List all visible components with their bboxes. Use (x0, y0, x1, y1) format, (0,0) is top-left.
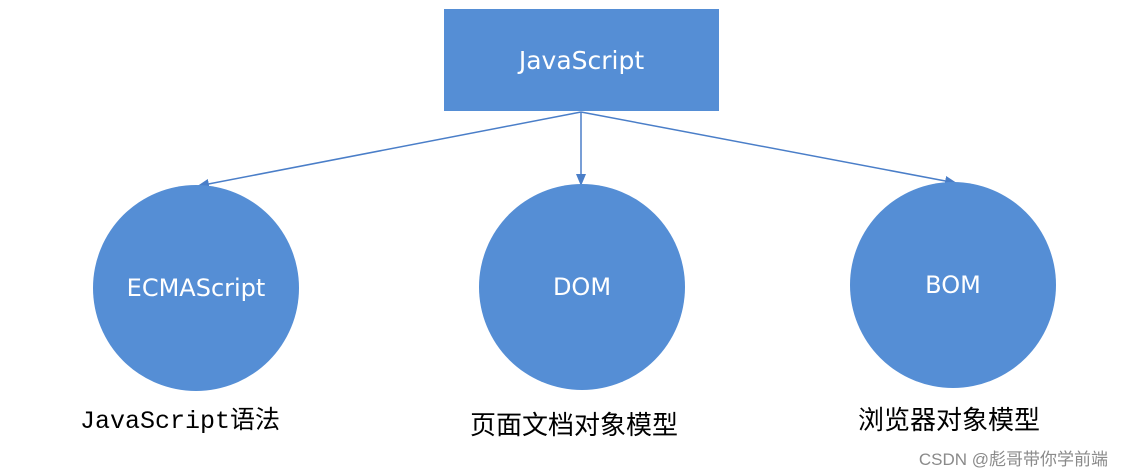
caption-dom: 页面文档对象模型 (470, 411, 679, 441)
caption-bom: 浏览器对象模型 (858, 406, 1041, 436)
node-dom: DOM (479, 184, 685, 390)
edge-root-to-bom (580, 111, 957, 186)
node-ecmascript: ECMAScript (93, 185, 299, 391)
node-dom-label: DOM (552, 273, 612, 301)
edge-root-to-ecmascript (197, 111, 582, 189)
node-bom-label: BOM (925, 271, 981, 299)
caption-ecmascript: JavaScript语法 (80, 407, 281, 436)
node-bom: BOM (850, 182, 1056, 388)
watermark: CSDN @彪哥带你学前端 (918, 450, 1108, 469)
root-node-label: JavaScript (518, 45, 645, 75)
root-node-javascript: JavaScript (444, 9, 719, 111)
node-ecmascript-label: ECMAScript (126, 274, 266, 302)
